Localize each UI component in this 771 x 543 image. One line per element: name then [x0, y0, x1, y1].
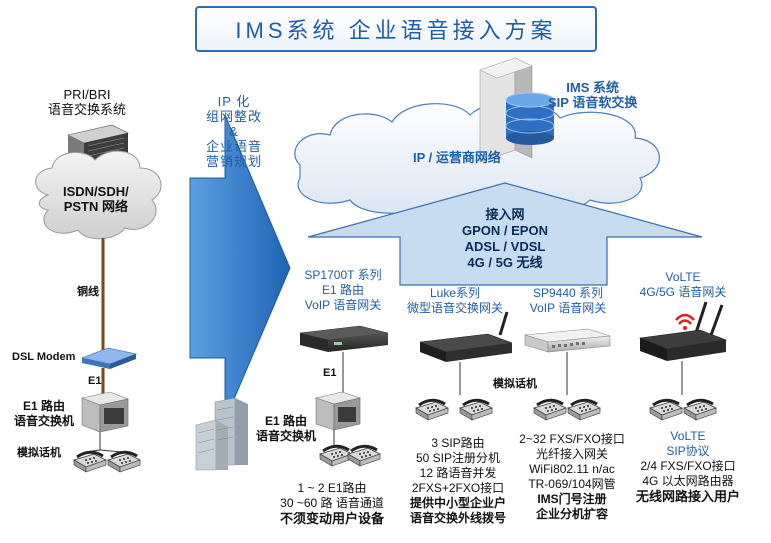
pstn-cloud-label-line: ISDN/SDH/	[63, 184, 129, 199]
product-desc-bold-line: 企业分机扩容	[535, 507, 608, 521]
sp9440-gateway-icon	[524, 328, 611, 353]
product-header-line: VoLTE	[665, 270, 701, 284]
product-luke-header: Luke系列 微型语音交换网关	[398, 286, 512, 316]
pbx-label-line: PRI/BRI	[63, 87, 111, 102]
transformation-text-line: 企业语音	[205, 139, 262, 154]
transformation-text-line: 营销规划	[205, 154, 262, 169]
analog-phone-icon	[533, 398, 568, 421]
access-network-line: ADSL / VDSL	[464, 239, 546, 254]
analog-phone-icon	[567, 398, 602, 421]
product-sp1700t-header: SP1700T 系列 E1 路由 VoIP 语音网关	[290, 268, 396, 313]
dsl-modem-label: DSL Modem	[12, 351, 76, 363]
product-desc-line: WiFi802.11 n/ac	[529, 462, 615, 476]
transformation-text-line: 组网整改	[205, 109, 262, 124]
product-header-line: 4G/5G 语音网关	[639, 285, 727, 299]
left-e1-label: E1	[88, 375, 102, 387]
page-title: IMS系统 企业语音接入方案	[195, 6, 597, 52]
product-desc-line: 2/4 FXS/FXO接口	[640, 459, 736, 473]
office-building-icon	[195, 397, 248, 471]
product-luke-desc: 3 SIP路由 50 SIP注册分机 12 路语音并发 2FXS+2FXO接口 …	[398, 436, 518, 526]
copper-label: 铜线	[77, 286, 99, 298]
ims-label: IMS 系统 SIP 语音软交换	[548, 80, 637, 110]
pbx-label: PRI/BRI 语音交换系统	[48, 87, 126, 117]
product-sp9440-header: SP9440 系列 VoIP 语音网关	[516, 286, 620, 316]
sp1700t-gateway-icon	[299, 325, 389, 352]
analog-phone-icon	[107, 450, 142, 473]
product-header-line: VoIP 语音网关	[304, 298, 382, 312]
volte-gateway-icon	[638, 301, 728, 361]
product1-sub-label-line: 语音交换机	[256, 429, 317, 443]
ims-label-line: IMS 系统	[566, 80, 620, 95]
product-desc-bold-line: IMS门号注册	[537, 492, 607, 506]
product-header-line: Luke系列	[429, 286, 481, 300]
product-header-line: E1 路由	[321, 283, 364, 297]
wifi-icon	[675, 313, 695, 321]
product1-sub-label: E1 路由 语音交换机	[256, 414, 316, 444]
analog-phone-icon	[683, 398, 718, 421]
left-e1-router-label-line: E1 路由	[23, 399, 66, 413]
product-sp1700t-desc: 1 ~ 2 E1路由 30 ~60 路 语音通道 不须变动用户设备	[262, 481, 402, 526]
transformation-text-line: IP 化	[217, 94, 251, 109]
product1-e1-router-icon	[314, 391, 362, 431]
ims-server-icon	[479, 57, 555, 163]
product-desc-line: 2FXS+2FXO接口	[411, 481, 505, 495]
transformation-text: IP 化 组网整改 & 企业语音 营销规划	[192, 94, 276, 169]
ip-cloud-label: IP / 运营商网络	[413, 150, 501, 165]
left-e1-router-label-line: 语音交换机	[14, 414, 75, 428]
dsl-modem-icon	[80, 347, 138, 369]
ims-label-line: SIP 语音软交换	[548, 95, 638, 110]
analog-phone-icon	[415, 398, 450, 421]
transformation-arrow	[189, 114, 291, 421]
product1-sub-label-line: E1 路由	[265, 414, 308, 428]
left-e1-router-label: E1 路由 语音交换机	[14, 399, 74, 429]
product-desc-line: 30 ~60 路 语音通道	[280, 496, 384, 510]
product-desc-line: 3 SIP路由	[431, 436, 485, 450]
pstn-cloud	[35, 150, 162, 240]
product-desc-line: 光纤接入网关	[535, 447, 608, 461]
pstn-cloud-label-line: PSTN 网络	[63, 199, 129, 214]
analog-phone-icon	[459, 398, 494, 421]
luke-gateway-icon	[419, 311, 513, 362]
product-desc-line: 4G 以太网路由器	[642, 474, 734, 488]
product-header-line: VoIP 语音网关	[529, 301, 607, 315]
left-e1-router-icon	[80, 391, 130, 433]
product-desc-bold-line: 提供中小型企业户	[409, 496, 506, 510]
product3-phones-label: 模拟话机	[493, 378, 537, 390]
analog-phone-icon	[319, 444, 354, 467]
access-network-arrow	[307, 182, 703, 286]
analog-phone-icon	[73, 450, 108, 473]
transformation-text-line: &	[229, 124, 239, 139]
product-header-line: SP1700T 系列	[304, 268, 382, 282]
product-desc-line: SIP协议	[666, 444, 710, 458]
product1-e1-label: E1	[323, 367, 337, 379]
product-desc-line: 12 路语音并发	[419, 466, 497, 480]
pstn-cloud-label: ISDN/SDH/ PSTN 网络	[63, 184, 129, 214]
product-header-line: 微型语音交换网关	[406, 301, 503, 315]
product-desc-bold-line: 语音交换外线拨号	[409, 511, 506, 525]
access-network-title: 接入网	[485, 207, 525, 222]
access-network-line: GPON / EPON	[462, 223, 548, 238]
product-desc-line: 50 SIP注册分机	[415, 451, 501, 465]
analog-phone-icon	[649, 398, 684, 421]
page-title-text: IMS系统 企业语音接入方案	[235, 18, 557, 43]
analog-phone-icon	[347, 444, 382, 467]
product-desc-bold-line: 无线网路接入用户	[635, 489, 740, 504]
product-volte-desc: VoLTE SIP协议 2/4 FXS/FXO接口 4G 以太网路由器 无线网路…	[628, 429, 748, 504]
access-network-line: 4G / 5G 无线	[467, 255, 543, 270]
analog-phones	[73, 398, 718, 473]
product-desc-bold-line: 不须变动用户设备	[279, 511, 384, 526]
product-volte-header: VoLTE 4G/5G 语音网关	[628, 270, 738, 300]
product-header-line: SP9440 系列	[532, 286, 604, 300]
pbx-label-line: 语音交换系统	[48, 102, 127, 117]
product-desc-line: VoLTE	[670, 429, 706, 443]
product-desc-line: 1 ~ 2 E1路由	[297, 481, 367, 495]
product-desc-line: 2~32 FXS/FXO接口	[519, 432, 625, 446]
product-desc-line: TR-069/104网管	[528, 477, 616, 491]
access-network-label: 接入网 GPON / EPON ADSL / VDSL 4G / 5G 无线	[450, 207, 560, 271]
product-sp9440-desc: 2~32 FXS/FXO接口 光纤接入网关 WiFi802.11 n/ac TR…	[510, 432, 634, 522]
left-phones-label: 模拟话机	[17, 447, 61, 459]
